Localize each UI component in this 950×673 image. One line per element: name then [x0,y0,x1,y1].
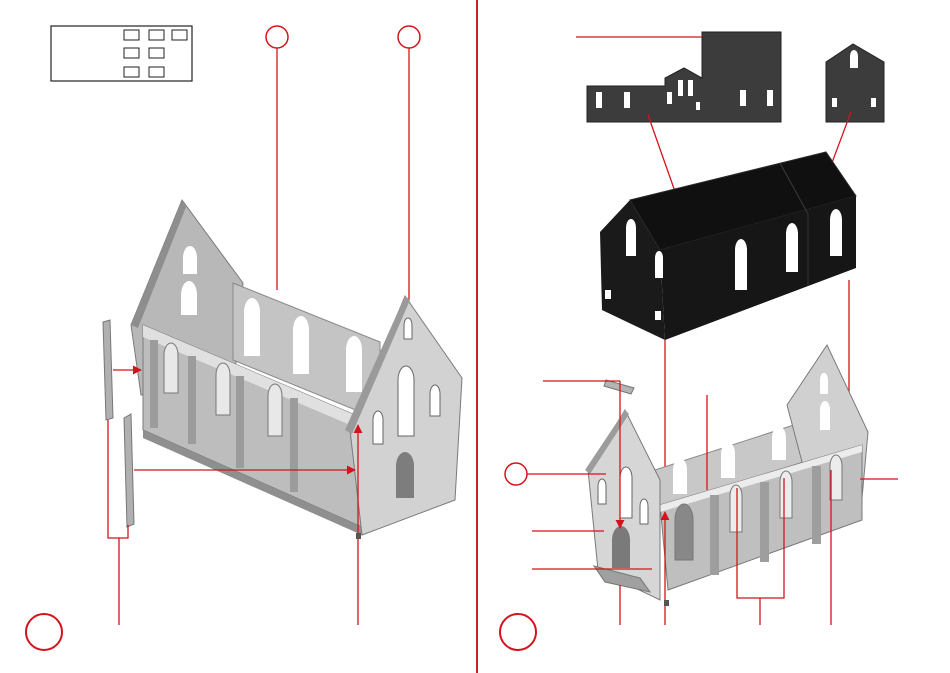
right-panel [500,32,898,650]
gable-sheet [826,44,884,122]
parts-legend [51,26,192,81]
callout-circle [505,463,527,485]
ridge-part [604,380,634,394]
church-model-open [131,200,462,535]
step-marker [500,614,536,650]
church-covered [600,152,856,340]
church-model-assembled [585,345,868,600]
left-panel [26,26,462,650]
roof-sheet [587,32,781,122]
callout-circle [266,26,288,48]
callout-circle [398,26,420,48]
step-marker [26,614,62,650]
